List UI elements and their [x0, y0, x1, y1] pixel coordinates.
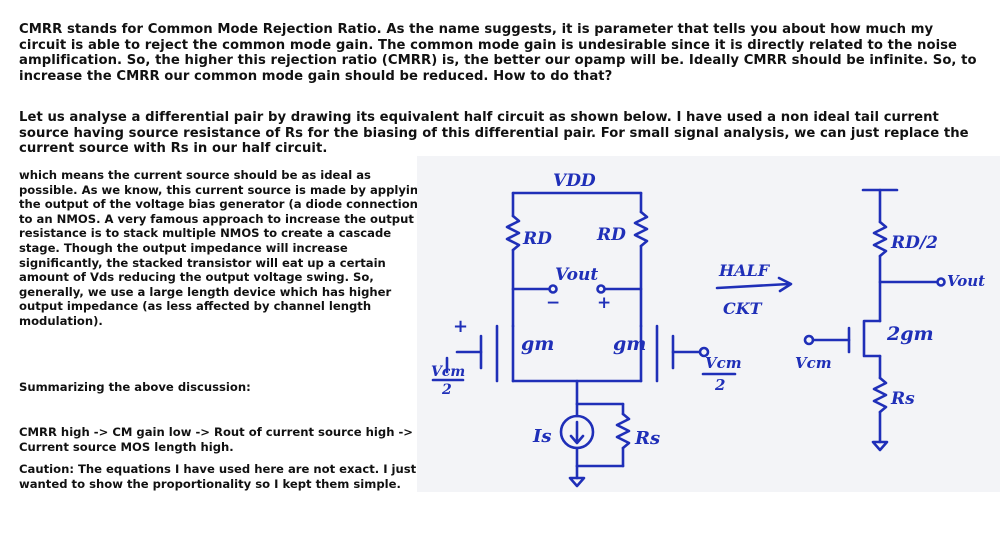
summary-paragraph: CMRR high -> CM gain low -> Rout of curr… — [19, 425, 414, 454]
gm2-label: 2gm — [886, 323, 934, 345]
gm-left-label: gm — [521, 333, 554, 355]
vcm-mid-label: Vcm — [705, 354, 742, 372]
vdd-label: VDD — [553, 171, 596, 191]
left-input-plus: + — [453, 316, 468, 337]
gm-right-label: gm — [613, 333, 646, 355]
plus-sign: + — [597, 293, 611, 313]
vcm-left-denominator: 2 — [441, 382, 452, 398]
half-circuit-arrow — [701, 276, 793, 376]
explanation-paragraph: which means the current source should be… — [19, 168, 427, 328]
caution-paragraph: Caution: The equations I have used here … — [19, 462, 417, 491]
vout-right-label: Vout — [947, 272, 985, 290]
rd2-label: RD/2 — [890, 233, 938, 253]
rs-right-label: Rs — [890, 389, 915, 409]
half-circuit-wires — [803, 188, 946, 452]
ckt-label: CKT — [723, 299, 763, 318]
circuit-sketch: VDD RD RD Vout − + + gm gm Vcm 2 Vcm 2 I… — [431, 171, 985, 488]
diff-pair-wires — [431, 191, 710, 488]
rd-right-label: RD — [596, 225, 626, 245]
summary-heading: Summarizing the above discussion: — [19, 380, 251, 394]
vcm-left-label: Vcm — [431, 364, 465, 380]
minus-sign: − — [546, 293, 560, 313]
vcm-right-label: Vcm — [795, 354, 832, 372]
intro-paragraph: CMRR stands for Common Mode Rejection Ra… — [19, 22, 977, 84]
half-label: HALF — [718, 261, 771, 280]
sketch-labels: VDD RD RD Vout − + + gm gm Vcm 2 Vcm 2 I… — [431, 171, 985, 449]
vcm-mid-denominator: 2 — [714, 376, 725, 394]
vout-label: Vout — [555, 265, 598, 285]
analysis-paragraph: Let us analyse a differential pair by dr… — [19, 110, 969, 157]
rd-left-label: RD — [522, 229, 552, 249]
circuit-sketch-photo: VDD RD RD Vout − + + gm gm Vcm 2 Vcm 2 I… — [417, 156, 1000, 492]
rs-left-label: Rs — [634, 428, 660, 449]
is-label: Is — [532, 426, 552, 447]
